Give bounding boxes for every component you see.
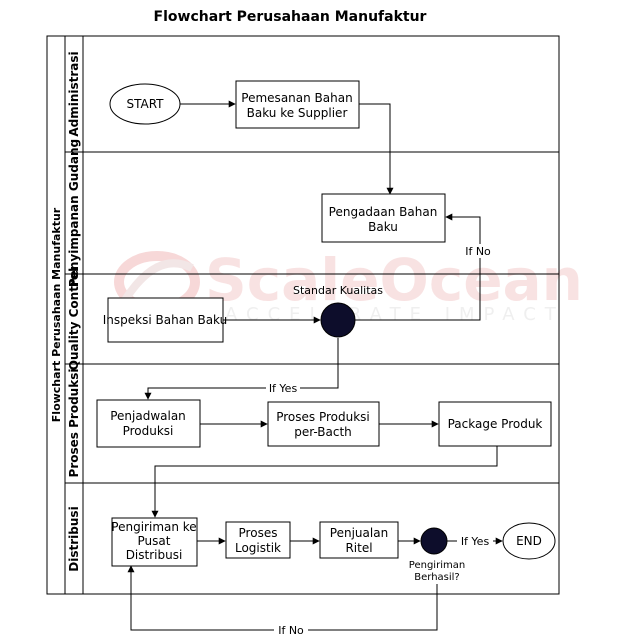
- node-pengiriman-pusat: Pengiriman ke Pusat Distribusi: [111, 517, 198, 567]
- edge-package-pengiriman: [151, 446, 498, 518]
- node-pemesanan-line1: Pemesanan Bahan: [241, 91, 352, 105]
- node-start: START: [109, 83, 181, 125]
- edge-standar-no-pengadaan: [355, 213, 481, 321]
- node-pengiriman-decision: [420, 527, 448, 555]
- node-package-label: Package Produk: [448, 417, 543, 431]
- node-standar-decision: [320, 302, 356, 338]
- node-pengadaan: Pengadaan Bahan Baku: [321, 193, 446, 243]
- node-pengiriman-pusat-line2: Pusat: [138, 534, 171, 548]
- node-standar-caption: Standar Kualitas: [293, 284, 383, 297]
- lane-label-gudang: Penyimpanan Gudang: [67, 139, 81, 287]
- node-pengadaan-line2: Baku: [368, 220, 398, 234]
- lane-label-quality-control: Quality Control: [67, 268, 81, 370]
- edge-label-ship-no: If No: [278, 624, 304, 637]
- node-proses-produksi-line2: per-Bacth: [294, 425, 352, 439]
- node-pengiriman-caption-line2: Berhasil?: [414, 572, 460, 583]
- node-proses-logistik-line2: Logistik: [235, 541, 281, 555]
- edge-label-qc-yes: If Yes: [269, 382, 298, 395]
- lane-label-distribusi: Distribusi: [67, 506, 81, 571]
- lane-label-produksi: Proses Produksi: [67, 369, 81, 478]
- edge-label-qc-no: If No: [465, 245, 491, 258]
- node-penjadwalan-line1: Penjadwalan: [110, 409, 186, 423]
- edge-label-bg: [274, 623, 308, 637]
- node-proses-produksi: Proses Produksi per-Bacth: [267, 401, 380, 447]
- lane-label-administrasi: Administrasi: [67, 51, 81, 136]
- edge-label-bg: [266, 381, 300, 395]
- watermark-brand: ScaleOcean: [205, 246, 583, 314]
- node-pengiriman-pusat-line3: Distribusi: [126, 548, 183, 562]
- edge-label-bg: [461, 244, 495, 258]
- node-penjualan: Penjualan Ritel: [319, 521, 399, 559]
- node-penjualan-line2: Ritel: [345, 541, 372, 555]
- node-proses-logistik-line1: Proses: [239, 526, 278, 540]
- node-package: Package Produk: [438, 401, 552, 447]
- node-penjadwalan-line2: Produksi: [123, 424, 174, 438]
- edge-decision-no-pengiriman: [127, 565, 438, 631]
- node-proses-produksi-line1: Proses Produksi: [276, 410, 370, 424]
- node-penjadwalan: Penjadwalan Produksi: [96, 399, 201, 448]
- node-penjualan-line1: Penjualan: [330, 526, 388, 540]
- node-pengiriman-pusat-line1: Pengiriman ke: [111, 520, 196, 534]
- node-pemesanan-line2: Baku ke Supplier: [247, 106, 348, 120]
- node-pengadaan-line1: Pengadaan Bahan: [329, 205, 438, 219]
- node-end: END: [502, 522, 556, 560]
- node-end-label: END: [516, 534, 542, 548]
- node-pengiriman-caption-line1: Pengiriman: [409, 560, 465, 571]
- node-inspeksi: Inspeksi Bahan Baku: [103, 297, 227, 343]
- watermark-tagline: ACCELERATE IMPACT: [225, 304, 565, 325]
- node-pemesanan: Pemesanan Bahan Baku ke Supplier: [235, 80, 360, 129]
- edge-label-bg: [457, 534, 493, 548]
- node-inspeksi-label: Inspeksi Bahan Baku: [103, 313, 227, 327]
- edge-standar-yes-penjadwalan: [144, 338, 339, 400]
- node-start-label: START: [126, 97, 164, 111]
- pool-label: Flowchart Perusahaan Manufaktur: [50, 207, 63, 422]
- node-proses-logistik: Proses Logistik: [225, 521, 291, 559]
- pool-frame: [46, 35, 560, 595]
- edge-label-ship-yes: If Yes: [461, 535, 490, 548]
- edge-pemesanan-pengadaan: [359, 103, 394, 195]
- diagram-title: Flowchart Perusahaan Manufaktur: [153, 9, 427, 25]
